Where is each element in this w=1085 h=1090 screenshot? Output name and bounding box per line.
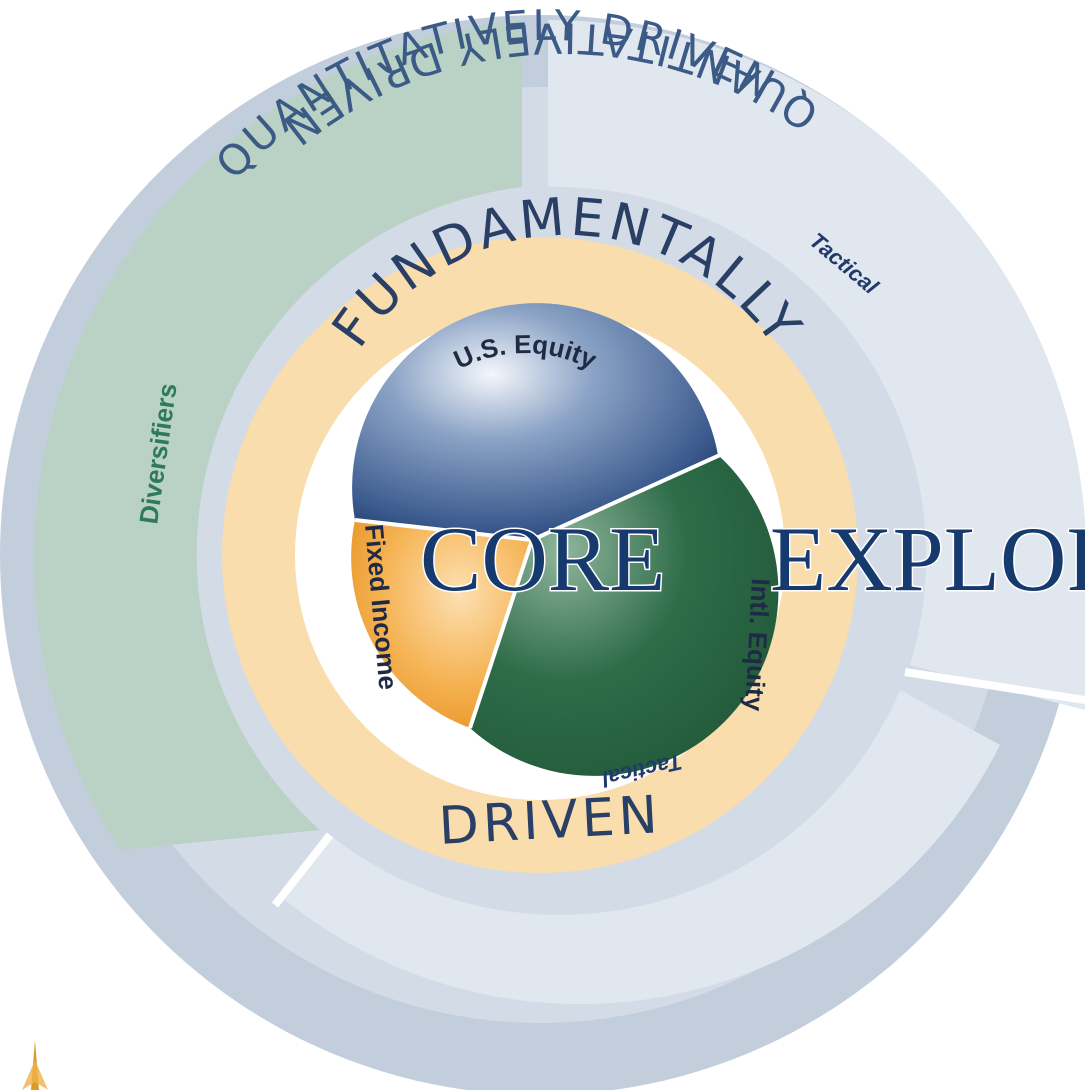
logo-spire-icon [22, 1040, 48, 1090]
band-divider-right [904, 668, 1085, 704]
diversifiers-band [33, 20, 523, 850]
middle-ring-bottom-label: DRIVEN [437, 785, 663, 857]
tactical-band-right [548, 20, 1085, 710]
pie-slice-us-equity [352, 303, 718, 540]
explore-label: EXPLORE [770, 508, 1085, 610]
allocation-pie [351, 303, 779, 776]
tactical-band-bottom [285, 690, 1000, 1005]
intl-equity-label: Intl. Equity [739, 578, 776, 713]
core-label: CORE [420, 508, 665, 610]
band-divider-bottom-left [271, 832, 334, 908]
